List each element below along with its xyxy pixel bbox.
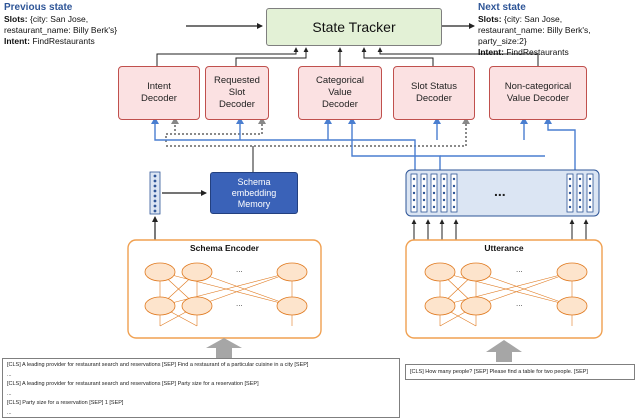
utterance-to-decoder-blue: [154, 122, 576, 172]
memory-line1: Schema: [237, 176, 271, 187]
schema-encoder-ellipsis-top: ...: [236, 265, 243, 274]
state-tracker: State Tracker: [266, 8, 442, 46]
non-categorical-value-decoder: Non-categorical Value Decoder: [489, 66, 587, 120]
utterance-input-text: [CLS] How many people? [SEP] Please find…: [410, 369, 588, 375]
state-tracker-label: State Tracker: [312, 19, 396, 35]
categorical-value-decoder-line3: Decoder: [322, 99, 358, 110]
arrowhead-gray-3: [462, 117, 470, 124]
memory-to-decoder-dotted: [165, 122, 467, 147]
arrowhead-gray-2: [258, 117, 266, 124]
arrowhead-gray-1: [171, 117, 179, 124]
requested-slot-decoder-line2: Slot: [228, 87, 246, 98]
next-intent-value: FindRestaurants: [503, 47, 569, 57]
utterance-encoder-ellipsis-top: ...: [516, 265, 523, 274]
next-slots-line3: party_size:2}: [478, 36, 527, 46]
intent-decoder-line2: Decoder: [141, 93, 177, 104]
categorical-value-decoder-line1: Categorical: [315, 75, 365, 86]
non-categorical-value-decoder-line1: Non-categorical: [504, 81, 572, 92]
schema-encoder-ellipsis-bottom: ...: [236, 299, 243, 308]
utterance-embedding-ellipsis: ...: [494, 183, 506, 199]
blue-arrowheads: [151, 117, 552, 124]
intent-decoder: Intent Decoder: [118, 66, 200, 120]
next-slots-label: Slots:: [478, 14, 502, 24]
schema-input-box: [CLS] A leading provider for restaurant …: [2, 358, 400, 418]
categorical-value-decoder-line2: Value: [328, 87, 352, 98]
slot-status-decoder-line1: Slot Status: [411, 81, 457, 92]
slot-status-decoder: Slot Status Decoder: [393, 66, 475, 120]
utterance-encoder-box: [405, 239, 603, 339]
schema-encoder-title: Schema Encoder: [190, 243, 259, 253]
next-state: Next state Slots: {city: San Jose, resta…: [478, 2, 638, 58]
schema-encoder-box: [127, 239, 322, 339]
schema-input-line-2: ...: [7, 371, 12, 378]
schema-input-line-1: [CLS] A leading provider for restaurant …: [7, 362, 309, 368]
schema-input-line-3: [CLS] A leading provider for restaurant …: [7, 381, 259, 387]
next-slots-line2: restaurant_name: Billy Berk's,: [478, 25, 591, 35]
prev-slots-line1: {city: San Jose,: [27, 14, 89, 24]
next-state-title: Next state: [478, 2, 526, 13]
memory-line3: Memory: [237, 198, 271, 209]
decoder-to-tracker-arrows: [156, 47, 539, 66]
schema-input-arrow: [206, 338, 242, 358]
prev-slots-line2: restaurant_name: Billy Berk's}: [4, 25, 118, 35]
slot-status-decoder-line2: Decoder: [416, 93, 452, 104]
requested-slot-decoder-line3: Decoder: [219, 99, 255, 110]
utterance-encoder-title: Utterance: [484, 243, 524, 253]
intent-decoder-line1: Intent: [147, 81, 171, 92]
schema-input-line-5: [CLS] Party size for a reservation [SEP]…: [7, 400, 124, 406]
utterance-encoder-ellipsis-bottom: ...: [516, 299, 523, 308]
schema-input-line-6: ...: [7, 409, 12, 416]
schema-embedding-vector: [149, 171, 161, 215]
utterance-input-arrow: [486, 340, 522, 362]
memory-line2: embedding: [231, 187, 277, 198]
prev-intent-label: Intent:: [4, 36, 30, 46]
next-intent-label: Intent:: [478, 47, 504, 57]
schema-embedding-memory: Schema embedding Memory: [210, 172, 298, 214]
categorical-value-decoder: Categorical Value Decoder: [298, 66, 382, 120]
utterance-input-box: [CLS] How many people? [SEP] Please find…: [405, 364, 635, 380]
requested-slot-decoder: Requested Slot Decoder: [205, 66, 269, 120]
prev-intent-value: FindRestaurants: [29, 36, 95, 46]
next-slots-line1: {city: San Jose,: [501, 14, 563, 24]
non-categorical-value-decoder-line2: Value Decoder: [506, 93, 570, 104]
prev-slots-label: Slots:: [4, 14, 28, 24]
previous-state: Previous state Slots: {city: San Jose, r…: [4, 2, 184, 47]
utterance-encoder-to-embedding-arrows: [411, 219, 589, 240]
schema-input-line-4: ...: [7, 390, 12, 397]
utterance-embedding: [405, 169, 600, 217]
requested-slot-decoder-line1: Requested: [214, 75, 260, 86]
previous-state-title: Previous state: [4, 2, 73, 13]
